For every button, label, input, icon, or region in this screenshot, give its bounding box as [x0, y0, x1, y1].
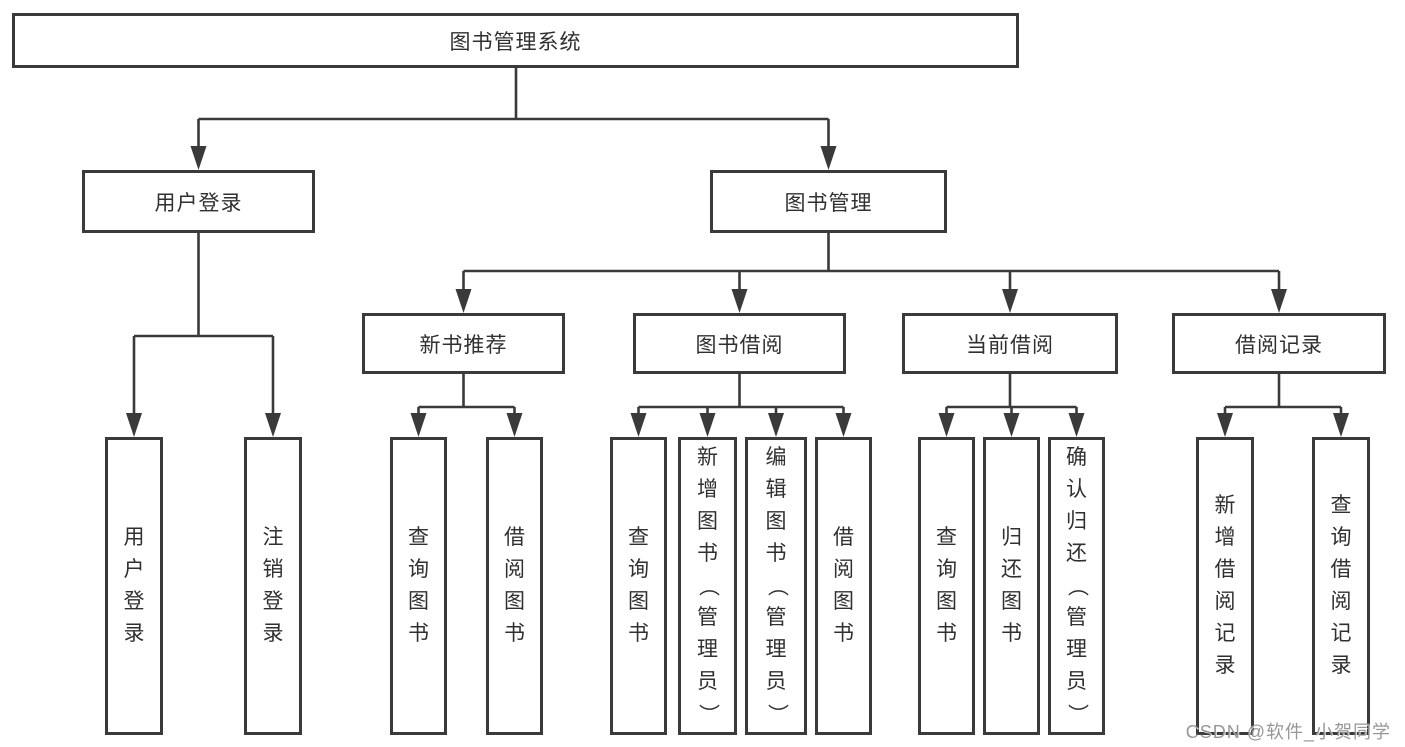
node-leaf-rec-query-book: 查询图书: [390, 437, 447, 735]
node-leaf-bb-query-book: 查询图书: [610, 437, 667, 735]
node-leaf-br-add-record-label: 新增借阅记录: [1214, 494, 1236, 677]
node-leaf-rec-borrow-book-label: 借阅图书: [504, 526, 525, 645]
node-leaf-bb-add-book: 新增图书（管理员）: [678, 437, 737, 735]
node-leaf-cb-query-book-label: 查询图书: [936, 526, 957, 645]
node-book-mgmt-label: 图书管理: [784, 191, 873, 215]
node-leaf-bb-edit-book: 编辑图书（管理员）: [745, 437, 807, 735]
node-user-login-label: 用户登录: [154, 191, 243, 215]
csdn-watermark: CSDN @软件_小贺同学: [1185, 722, 1391, 742]
node-leaf-cb-return-book: 归还图书: [983, 437, 1040, 735]
node-leaf-rec-query-book-label: 查询图书: [408, 526, 429, 645]
node-current-borrow: 当前借阅: [902, 313, 1118, 374]
node-leaf-cb-confirm-return: 确认归还（管理员）: [1048, 437, 1105, 735]
node-borrow-record-label: 借阅记录: [1235, 333, 1323, 357]
node-new-book-rec-label: 新书推荐: [419, 333, 508, 357]
node-leaf-br-query-record: 查询借阅记录: [1312, 437, 1370, 735]
arrowheads: [126, 146, 1349, 437]
node-book-borrow-label: 图书借阅: [695, 333, 784, 357]
node-leaf-cb-return-book-label: 归还图书: [1001, 526, 1022, 645]
node-leaf-logout: 注销登录: [244, 437, 302, 735]
node-leaf-logout-label: 注销登录: [262, 526, 284, 645]
node-leaf-cb-query-book: 查询图书: [918, 437, 975, 735]
node-leaf-bb-borrow-book-label: 借阅图书: [833, 526, 854, 645]
node-root-label: 图书管理系统: [449, 30, 582, 54]
node-leaf-cb-confirm-return-label: 确认归还（管理员）: [1065, 446, 1089, 725]
node-root: 图书管理系统: [12, 13, 1019, 68]
node-current-borrow-label: 当前借阅: [966, 333, 1054, 357]
node-leaf-user-login: 用户登录: [105, 437, 163, 735]
node-leaf-bb-borrow-book: 借阅图书: [815, 437, 872, 735]
node-leaf-bb-add-book-label: 新增图书（管理员）: [696, 446, 720, 725]
node-leaf-user-login-label: 用户登录: [123, 526, 145, 645]
node-leaf-rec-borrow-book: 借阅图书: [486, 437, 543, 735]
node-book-borrow: 图书借阅: [633, 313, 846, 374]
node-leaf-bb-query-book-label: 查询图书: [628, 526, 649, 645]
node-book-mgmt: 图书管理: [710, 170, 947, 233]
node-leaf-bb-edit-book-label: 编辑图书（管理员）: [765, 446, 788, 725]
node-leaf-br-add-record: 新增借阅记录: [1196, 437, 1254, 735]
node-leaf-br-query-record-label: 查询借阅记录: [1330, 494, 1352, 677]
node-user-login: 用户登录: [82, 170, 315, 233]
node-borrow-record: 借阅记录: [1172, 313, 1386, 374]
node-new-book-rec: 新书推荐: [362, 313, 565, 374]
